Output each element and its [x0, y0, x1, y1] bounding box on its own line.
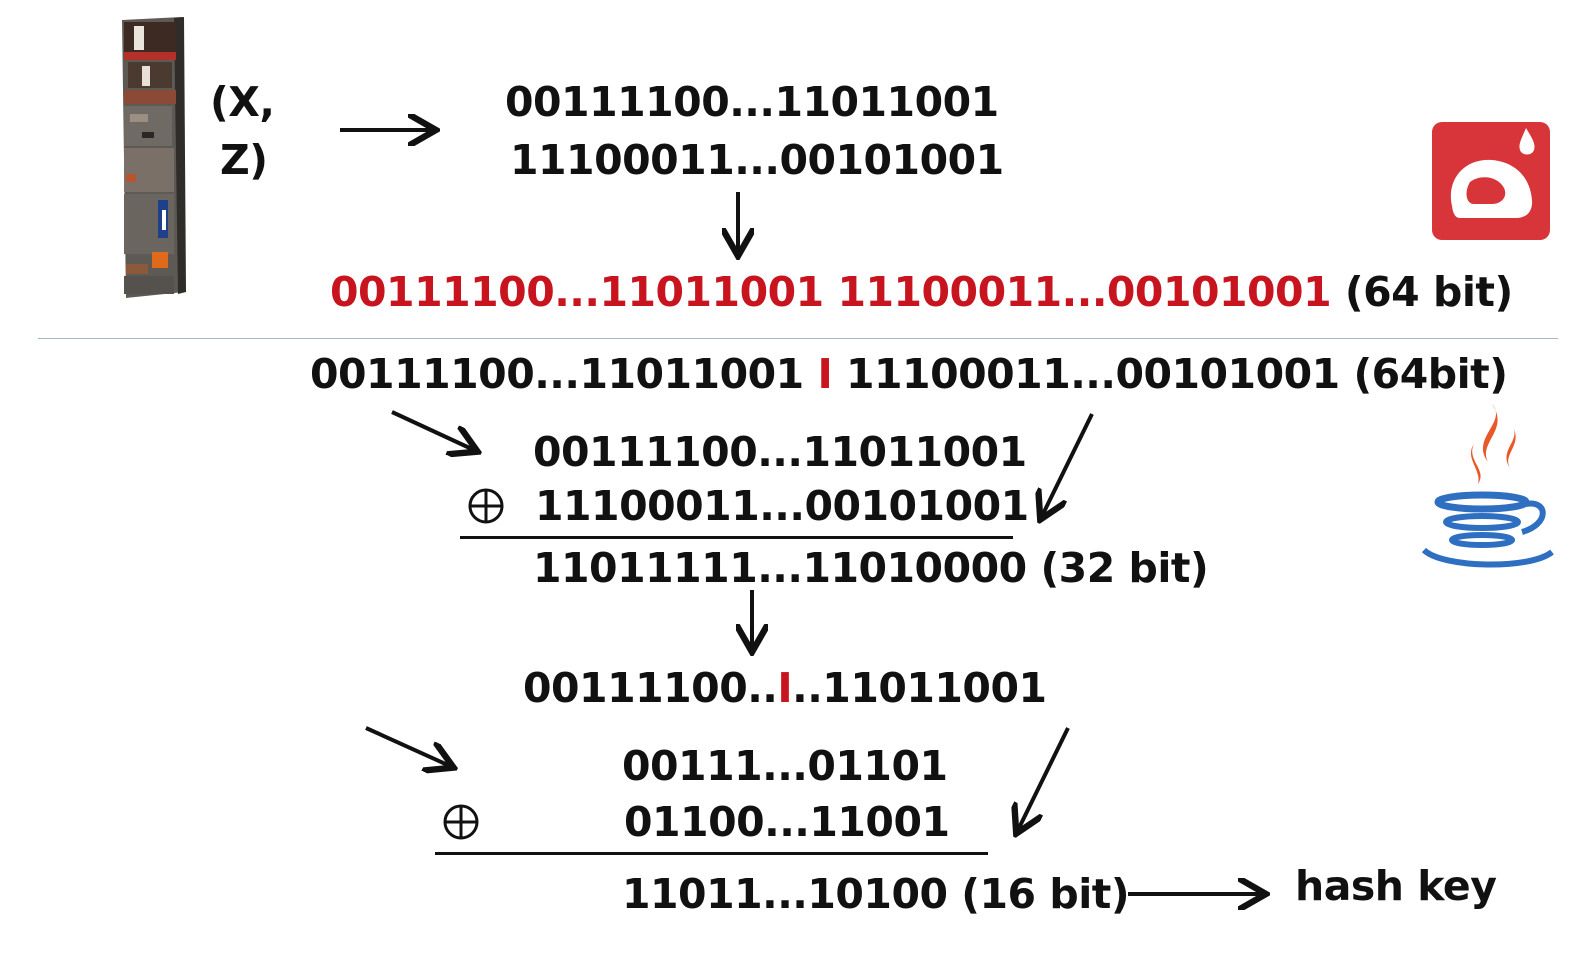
java-logo-icon	[1421, 404, 1554, 568]
split-bits: 00111100...11011001 I 11100011...0010100…	[310, 354, 1508, 395]
split-left: 00111100...11011001	[310, 350, 804, 398]
arrow-split-right	[1042, 413, 1094, 516]
split-separator: I	[817, 350, 833, 398]
xor1-underline	[460, 536, 1013, 539]
concatenated-bits: 00111100...11011001 11100011...00101001 …	[330, 272, 1513, 313]
coordinate-z: Z)	[220, 136, 268, 184]
split2-right: ..11011001	[792, 664, 1047, 712]
redis-logo-icon	[1432, 122, 1550, 240]
split2-left: 00111100..	[523, 664, 778, 712]
column-block-image	[122, 17, 186, 298]
coordinate-x: (X,	[210, 78, 275, 126]
section-divider	[38, 338, 1558, 339]
concatenated-bits-value: 00111100...11011001 11100011...00101001	[330, 268, 1332, 316]
xor2-result: 11011...10100 (16 bit)	[622, 870, 1130, 918]
hash-key-label: hash key	[1295, 862, 1497, 910]
xor2-underline	[435, 852, 988, 855]
split-right: 11100011...00101001 (64bit)	[846, 350, 1508, 398]
xor2-operand-a: 00111...01101	[622, 742, 948, 790]
x-bits: 00111100...11011001	[505, 78, 999, 126]
xor-icon	[468, 488, 504, 524]
arrow-split-left	[391, 410, 474, 450]
xor1-result: 11011111...11010000 (32 bit)	[533, 544, 1209, 592]
xor1-operand-a: 00111100...11011001	[533, 428, 1027, 476]
split2-separator: I	[777, 664, 793, 712]
z-bits: 11100011...00101001	[510, 136, 1004, 184]
concatenated-bits-size: (64 bit)	[1344, 268, 1513, 316]
xor1-operand-b: 11100011...00101001	[535, 482, 1029, 530]
arrow-split2-right	[1018, 727, 1070, 830]
arrow-split2-left	[365, 726, 450, 766]
xor2-operand-b: 01100...11001	[624, 798, 950, 846]
xor-icon	[443, 804, 479, 840]
split2-bits: 00111100..I..11011001	[523, 668, 1047, 709]
